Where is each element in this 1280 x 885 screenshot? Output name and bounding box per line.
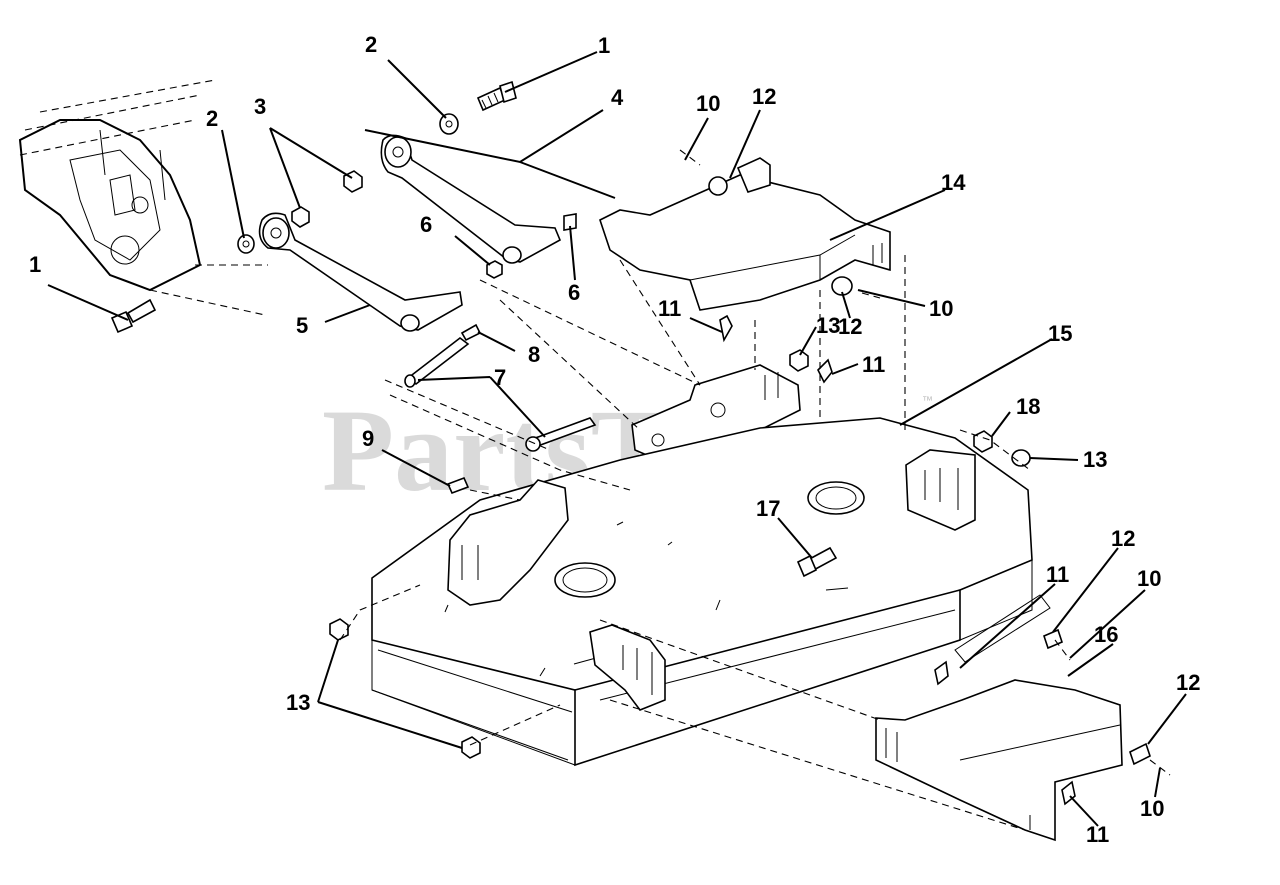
- bolt-top: [476, 80, 517, 112]
- nut-13c: [329, 618, 349, 641]
- callout-11d: 11: [1086, 822, 1109, 847]
- callout-15: 15: [1048, 321, 1072, 346]
- bolt-8: [460, 323, 482, 342]
- pin-12d: [1129, 742, 1151, 766]
- washer-top: [439, 113, 459, 135]
- callout-13a: 13: [816, 313, 840, 338]
- callout-1-top: 1: [598, 33, 610, 58]
- leader-lines: [47, 51, 1187, 827]
- callout-10d: 10: [1140, 796, 1164, 821]
- deck-bracket-left: [447, 479, 569, 606]
- callout-13c: 13: [286, 690, 310, 715]
- callout-7: 7: [494, 365, 506, 390]
- pin-7: [404, 336, 597, 452]
- tractor-frame: [18, 79, 268, 316]
- callout-9: 9: [362, 426, 374, 451]
- callout-10-top: 10: [696, 91, 720, 116]
- callout-6a: 6: [420, 212, 432, 237]
- nut-lower: [291, 206, 310, 228]
- bracket-upper: [599, 157, 891, 343]
- nut-13a: [789, 349, 809, 372]
- bolt-left: [110, 298, 157, 334]
- callout-10c: 10: [1137, 566, 1161, 591]
- callouts: 1 2 4 10 12 2 3 14 1 6 6 11 13 12 10 5 8…: [29, 32, 1200, 847]
- callout-13b: 13: [1083, 447, 1107, 472]
- callout-4: 4: [611, 85, 624, 110]
- callout-16: 16: [1094, 622, 1118, 647]
- callout-10b: 10: [929, 296, 953, 321]
- callout-3: 3: [254, 94, 266, 119]
- clip-11b: [817, 358, 833, 384]
- bolt-9: [446, 476, 470, 495]
- callout-1-left: 1: [29, 252, 41, 277]
- callout-11c: 11: [1046, 562, 1069, 587]
- callout-12-top: 12: [752, 84, 776, 109]
- callout-11a: 11: [658, 296, 681, 321]
- callout-11b: 11: [862, 352, 885, 377]
- lift-arm-left: [258, 212, 463, 332]
- callout-12c: 12: [1111, 526, 1135, 551]
- callout-17: 17: [756, 496, 780, 521]
- callout-12b: 12: [838, 314, 862, 339]
- assembly-lines: [339, 149, 1171, 831]
- callout-14: 14: [941, 170, 966, 195]
- deck-bracket-right: [905, 449, 976, 531]
- callout-12d: 12: [1176, 670, 1200, 695]
- nut-6a: [486, 260, 503, 279]
- callout-5: 5: [296, 313, 308, 338]
- spacer-6b: [563, 213, 577, 231]
- deck-bracket-front: [589, 624, 666, 711]
- bolt-17: [796, 546, 838, 578]
- nut-18: [973, 430, 993, 453]
- watermark-trademark: ™: [922, 395, 933, 407]
- callout-8: 8: [528, 342, 540, 367]
- nut-13d: [461, 736, 481, 759]
- callout-2-left: 2: [206, 106, 218, 131]
- washer-left: [237, 234, 255, 254]
- callout-6b: 6: [568, 280, 580, 305]
- callout-18: 18: [1016, 394, 1040, 419]
- callout-2-top: 2: [365, 32, 377, 57]
